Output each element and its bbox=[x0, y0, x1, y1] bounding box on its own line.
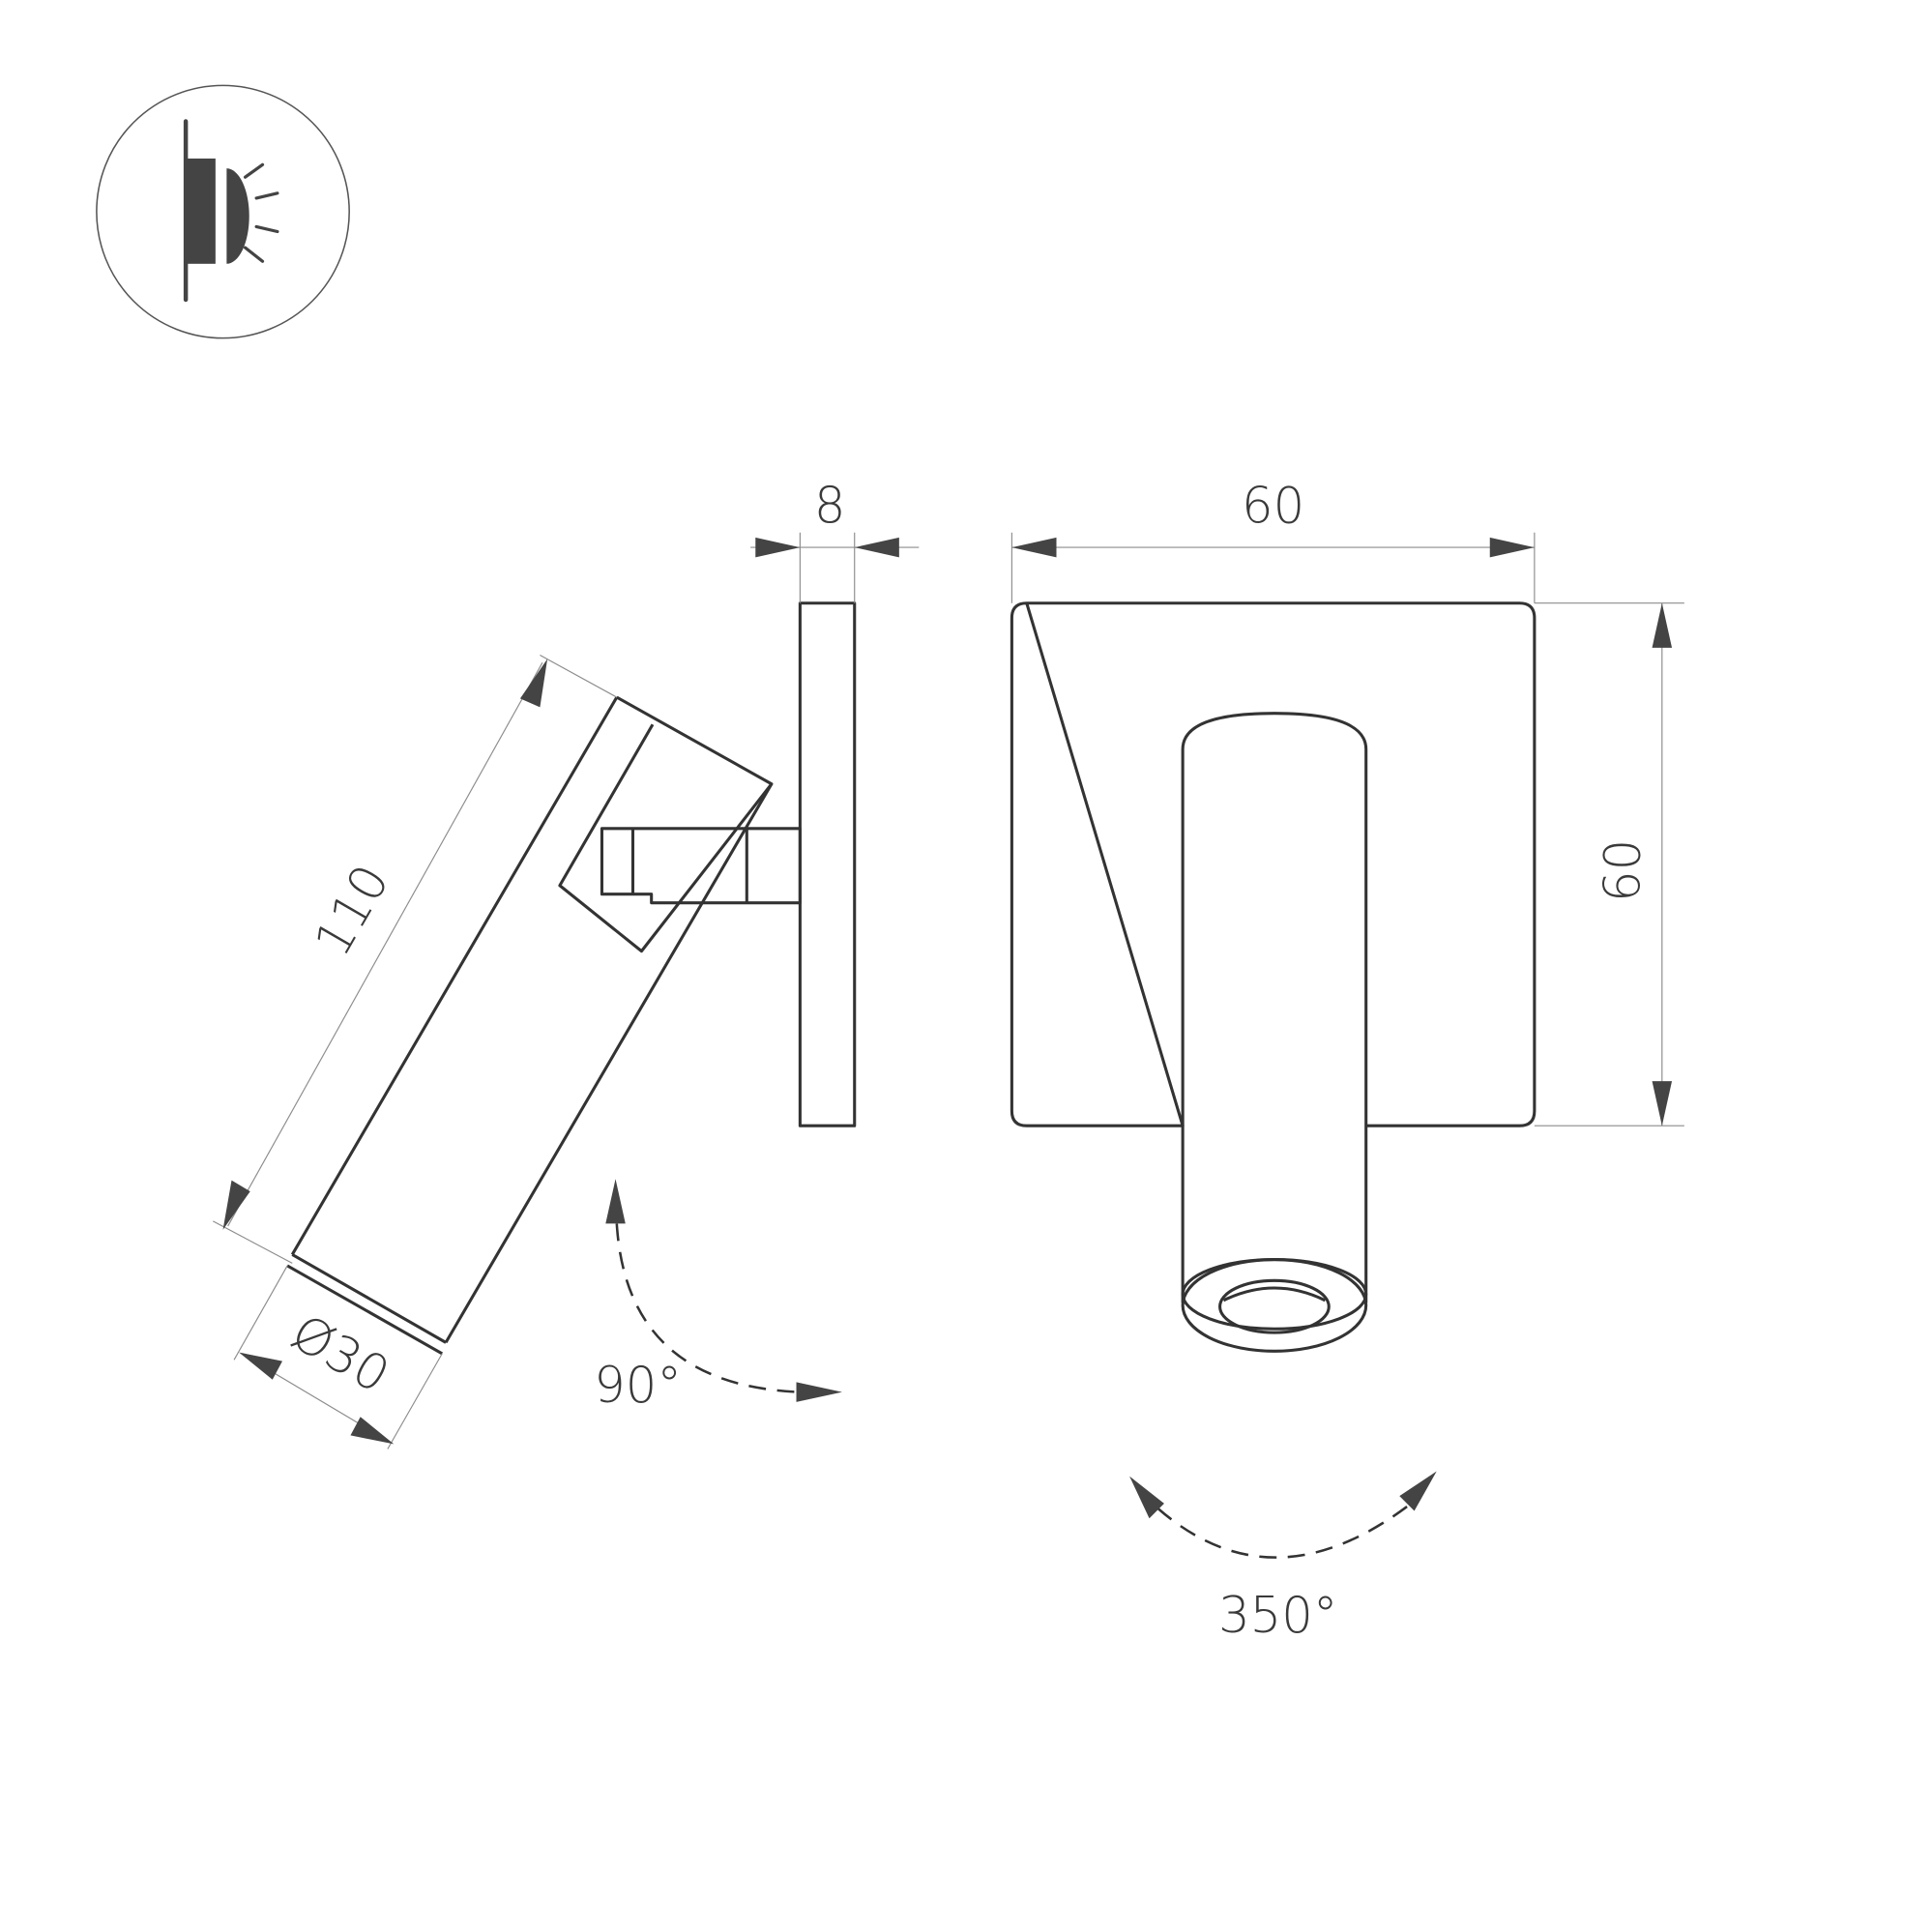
rotation-angle-label: 350° bbox=[1218, 1587, 1337, 1645]
side-lamp-head bbox=[558, 695, 774, 953]
dim-length: 110 bbox=[213, 655, 618, 1264]
thickness-label: 8 bbox=[814, 477, 846, 535]
side-lamp-body bbox=[290, 696, 774, 1344]
dim-plate-thickness: 8 bbox=[750, 477, 920, 603]
tilt-angle-indicator: 90° bbox=[594, 1179, 842, 1415]
side-connector-arm bbox=[600, 827, 802, 905]
width-label: 60 bbox=[1242, 477, 1304, 535]
height-label: 60 bbox=[1595, 839, 1653, 902]
front-view: 60 60 350° bbox=[1010, 477, 1684, 1645]
dim-plate-height: 60 bbox=[1534, 602, 1684, 1127]
tilt-angle-label: 90° bbox=[594, 1357, 682, 1415]
side-wall-plate bbox=[798, 601, 857, 1127]
front-wall-plate bbox=[1010, 601, 1537, 1127]
front-lamp-bezel bbox=[1181, 1258, 1368, 1353]
front-lamp-body bbox=[1181, 712, 1368, 1303]
side-view: 110 Ø30 8 90° bbox=[213, 477, 920, 1449]
rotation-angle-indicator: 350° bbox=[1129, 1471, 1437, 1645]
length-label: 110 bbox=[304, 855, 401, 966]
wall-light-icon bbox=[96, 84, 350, 339]
dim-plate-width: 60 bbox=[1010, 477, 1536, 603]
